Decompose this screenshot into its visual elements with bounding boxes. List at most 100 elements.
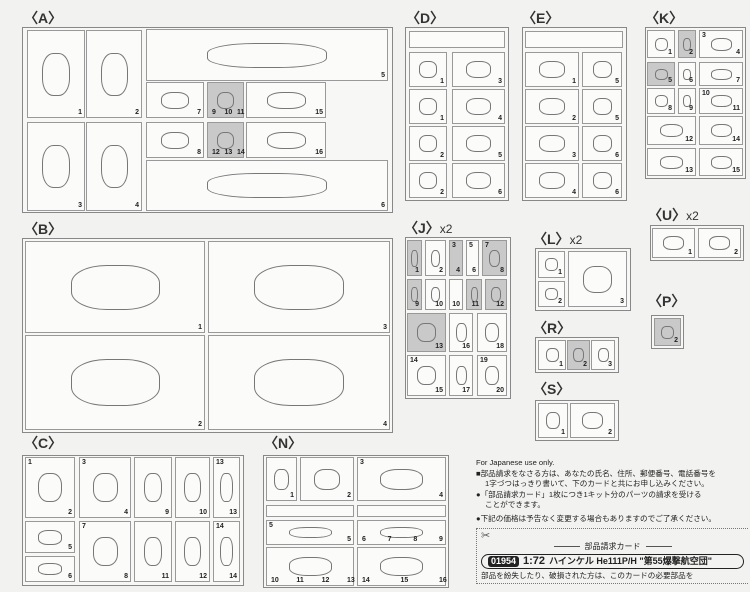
- part-outline: [38, 563, 62, 575]
- part-cell: 11: [466, 279, 482, 310]
- part-number: 4: [135, 202, 139, 209]
- scissors-icon: ✂: [481, 530, 491, 542]
- part-number: 4: [736, 49, 740, 56]
- part-cell: 1: [647, 30, 675, 58]
- part-outline: [216, 131, 235, 149]
- part-cell: 5: [582, 89, 622, 124]
- part-outline: [710, 68, 732, 80]
- part-cell: 12: [485, 279, 507, 310]
- sprue-letter: 〈R〉: [533, 320, 572, 336]
- part-outline: [597, 348, 609, 362]
- part-number: 6: [381, 202, 385, 209]
- part-cell: 2: [567, 340, 590, 370]
- part-number: 13: [229, 509, 237, 516]
- part-number: 12: [212, 149, 220, 156]
- part-number: 9: [212, 109, 216, 116]
- part-outline: [379, 526, 424, 539]
- card-text: 部品を紛失したり、破損された方は、このカードの必要部品を: [481, 570, 694, 580]
- part-number: 2: [572, 115, 576, 122]
- part-number: 4: [124, 509, 128, 516]
- part-number: 1: [668, 49, 672, 56]
- part-number: 10: [452, 301, 460, 308]
- part-cell: 17: [449, 355, 473, 396]
- part-outline: [465, 98, 492, 115]
- part-cell: 1: [538, 403, 568, 438]
- sprue-letter: 〈E〉: [522, 10, 560, 26]
- part-outline: [38, 529, 62, 545]
- part-outline: [654, 68, 668, 80]
- part-outline: [417, 365, 436, 386]
- part-number: 2: [689, 49, 693, 56]
- part-cell: 9: [678, 88, 696, 114]
- part-outline: [70, 359, 160, 406]
- part-cell: 3: [452, 52, 505, 87]
- part-cell: 7: [146, 82, 204, 118]
- part-cell: [409, 31, 505, 48]
- part-number: 12: [685, 136, 693, 143]
- english-note: For Japanese use only.: [476, 458, 555, 467]
- part-number: 1: [440, 115, 444, 122]
- part-number: 4: [439, 492, 443, 499]
- part-outline: [379, 468, 424, 490]
- parts-request-card: ✂ 部品請求カード 01954 1:72 ハインケル He111P/H "第55…: [476, 528, 748, 584]
- part-cell: 3: [568, 251, 627, 307]
- part-number: 3: [78, 202, 82, 209]
- part-outline: [220, 536, 233, 567]
- part-outline: [417, 323, 436, 342]
- part-cell: 16: [449, 313, 473, 352]
- part-cell: 1: [652, 228, 695, 258]
- part-number: 3: [608, 361, 612, 368]
- sprue-multiplier: x2: [439, 222, 453, 236]
- part-number: 1: [572, 78, 576, 85]
- part-number: 6: [615, 189, 619, 196]
- part-outline: [592, 172, 612, 189]
- part-number: 10: [435, 301, 443, 308]
- part-number: 2: [347, 492, 351, 499]
- part-cell: [525, 31, 623, 48]
- part-outline: [539, 98, 565, 115]
- part-outline: [592, 61, 612, 78]
- part-number: 1: [561, 429, 565, 436]
- part-number: 7: [387, 536, 392, 543]
- part-cell: 8: [146, 122, 204, 158]
- part-cell: 1: [25, 241, 205, 333]
- part-number: 8: [668, 105, 672, 112]
- part-cell: 2: [654, 318, 681, 346]
- part-cell: 6: [678, 62, 696, 86]
- part-number: 2: [440, 152, 444, 159]
- sprue-letter: 〈J〉: [404, 220, 440, 236]
- part-number: 5: [498, 152, 502, 159]
- part-number: 19: [480, 357, 488, 364]
- part-number: 17: [462, 387, 470, 394]
- part-number: 11: [732, 105, 740, 112]
- sprue-letter: 〈P〉: [648, 293, 686, 309]
- part-cell: 1: [538, 340, 566, 370]
- part-number: 5: [615, 115, 619, 122]
- part-number: 12: [321, 577, 330, 584]
- note-line: 1字づつはっきり書いて、下のカードと共にお申し込みください。: [485, 479, 709, 488]
- part-outline: [92, 536, 118, 567]
- part-number: 5: [269, 522, 273, 529]
- part-number: 1: [28, 459, 32, 466]
- kit-title-bar: 01954 1:72 ハインケル He111P/H "第55爆撃航空団": [481, 554, 744, 569]
- part-outline: [100, 52, 128, 96]
- part-outline: [419, 172, 437, 189]
- part-number: 13: [224, 149, 233, 156]
- part-number: 2: [674, 337, 678, 344]
- part-number: 3: [702, 32, 706, 39]
- part-cell: 3: [208, 241, 390, 333]
- part-cell: 2: [300, 457, 354, 501]
- part-number: 10: [271, 577, 279, 584]
- part-outline: [92, 472, 118, 503]
- part-outline: [266, 131, 306, 149]
- part-outline: [709, 236, 730, 250]
- part-outline: [42, 52, 70, 96]
- part-number: 2: [608, 429, 612, 436]
- part-cell: 2: [538, 281, 565, 307]
